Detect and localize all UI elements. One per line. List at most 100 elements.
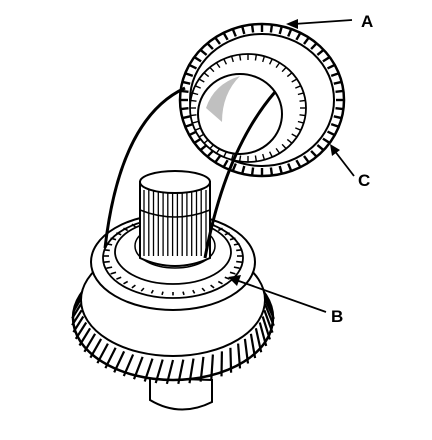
upper-gear-tooth	[199, 48, 208, 56]
upper-gear-tooth	[187, 63, 198, 70]
clutch-tooth	[254, 155, 257, 162]
alignment-arrow-left	[103, 86, 186, 249]
upper-gear-tooth	[222, 31, 229, 41]
synchro-tooth	[161, 291, 164, 296]
clutch-tooth	[192, 120, 199, 124]
upper-gear-tooth	[231, 28, 237, 37]
upper-gear-tooth	[184, 122, 194, 129]
clutch-tooth	[194, 85, 201, 89]
upper-gear-tooth	[213, 155, 221, 164]
clutch-tooth	[297, 92, 304, 96]
clutch-tooth	[198, 78, 205, 83]
lower-gear-tooth	[122, 354, 135, 377]
alignment-arrow-right	[203, 91, 277, 259]
upper-gear-tooth	[179, 107, 189, 111]
clutch-tooth	[268, 151, 273, 158]
synchro-tooth	[233, 266, 240, 269]
lower-gear-tooth	[261, 316, 271, 340]
synchro-tooth	[229, 237, 236, 241]
clutch-tooth	[291, 78, 298, 83]
clutch-tooth	[295, 85, 302, 89]
synchro-tooth	[150, 289, 154, 294]
clutch-tooth	[286, 138, 293, 144]
upper-gear-tooth	[287, 28, 293, 37]
upper-gear-tooth	[231, 163, 237, 172]
upper-gear-tooth	[326, 130, 337, 137]
clutch-tooth	[275, 62, 280, 69]
lower-gear-tooth	[263, 303, 275, 327]
upper-gear-tooth	[240, 165, 246, 175]
lower-gear-tooth	[72, 315, 85, 333]
synchro-tooth	[116, 232, 122, 236]
synchro-tooth	[116, 276, 122, 280]
clutch-tooth	[281, 143, 287, 149]
upper-gear-tooth	[184, 71, 194, 78]
synchro-tooth	[236, 249, 243, 252]
callout-b-label: B	[331, 307, 343, 326]
synchro-tooth	[217, 227, 223, 232]
upper-gear	[178, 22, 346, 178]
shaft-shoulder	[139, 209, 211, 218]
upper-gear-tooth	[269, 24, 274, 33]
bore-shading	[206, 76, 240, 122]
lower-gear-tooth	[165, 359, 175, 385]
upper-gear-teeth	[179, 23, 345, 177]
synchro-tooth	[103, 249, 110, 252]
lower-gear-tooth	[89, 338, 103, 359]
upper-gear-tooth	[295, 31, 302, 41]
clutch-tooth	[299, 114, 306, 117]
upper-gear-tooth	[322, 55, 331, 63]
lower-gear-tooth	[249, 333, 257, 359]
clutch-tooth	[203, 72, 210, 78]
lower-gear-tooth	[188, 358, 195, 384]
upper-gear-tooth	[330, 71, 340, 78]
synchro-tooth	[210, 284, 215, 289]
upper-gear-tooth	[250, 24, 255, 33]
callout-c: C	[330, 144, 370, 190]
synchro-tooth	[224, 232, 230, 236]
clutch-tooth	[216, 62, 221, 69]
upper-gear-tooth	[330, 122, 340, 129]
lower-gear-tooth	[83, 333, 97, 353]
clutch-tooth	[209, 67, 215, 73]
clutch-tooth	[190, 99, 197, 102]
upper-gear-tooth	[310, 42, 318, 50]
synchro-tooth	[217, 280, 223, 285]
clutch-tooth	[262, 153, 265, 160]
callout-a-label: A	[361, 12, 373, 31]
synchro-tooth	[201, 287, 206, 292]
lower-gear-tooth	[132, 356, 144, 380]
upper-gear-tooth	[278, 25, 284, 35]
synchro-tooth	[123, 227, 129, 232]
upper-gear-tooth	[181, 115, 191, 120]
upper-gear-tooth	[335, 107, 345, 111]
clutch-tooth	[231, 153, 234, 160]
upper-gear-tooth	[199, 144, 208, 152]
upper-gear-tooth	[326, 63, 337, 70]
synchro-tooth	[131, 284, 136, 289]
splined-shaft	[139, 170, 211, 267]
synchro-tooth	[106, 243, 113, 246]
clutch-tooth	[295, 127, 302, 131]
clutch-tooth	[297, 120, 304, 124]
lower-gear-tooth	[154, 359, 164, 384]
callout-a: A	[286, 12, 373, 31]
clutch-tooth	[262, 56, 265, 63]
lower-gear-tooth	[113, 350, 126, 373]
synchro-tooth	[103, 260, 110, 263]
synchro-tooth	[224, 276, 230, 280]
upper-gear-tooth	[206, 150, 214, 158]
lower-gear-tooth	[78, 327, 92, 347]
upper-gear-tooth	[316, 48, 325, 56]
upper-gear-tooth	[310, 150, 318, 158]
upper-gear-tooth	[222, 159, 229, 169]
callout-c-leader	[333, 149, 355, 177]
clutch-tooth	[275, 147, 280, 154]
upper-gear-tooth	[250, 167, 255, 176]
upper-gear-tooth	[193, 55, 202, 63]
clutch-tooth	[190, 114, 197, 117]
bottom-hub	[149, 376, 213, 411]
clutch-tooth	[239, 54, 242, 61]
shaft-splines	[143, 190, 207, 256]
shaft-body	[139, 181, 211, 267]
